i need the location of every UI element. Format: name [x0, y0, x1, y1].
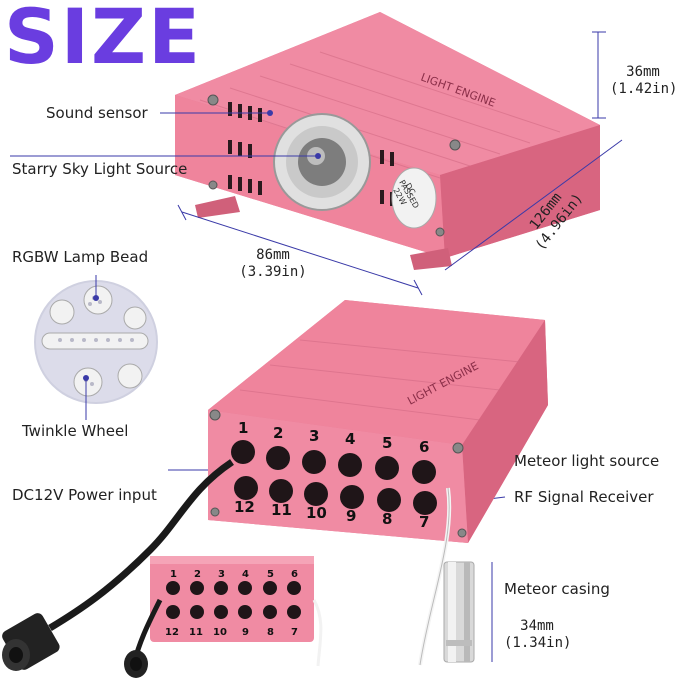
small-port-number: 5: [267, 569, 274, 580]
port-number: 5: [382, 434, 392, 452]
label-rgbw: RGBW Lamp Bead: [12, 248, 149, 266]
small-port-number: 9: [242, 627, 249, 638]
dim-width-in: (3.39in): [239, 264, 307, 280]
page-title: SIZE: [4, 0, 203, 81]
small-port-number: 6: [291, 569, 298, 580]
label-rf-receiver: RF Signal Receiver: [514, 488, 654, 506]
small-port-number: 11: [189, 627, 203, 638]
port-number: 9: [346, 507, 356, 525]
top-device: LIGHT ENGINE DC PASSED 22W: [175, 12, 600, 270]
label-twinkle: Twinkle Wheel: [22, 422, 129, 440]
port-number: 8: [382, 510, 392, 528]
label-starry-sky: Starry Sky Light Source: [12, 160, 188, 178]
meteor-casing: [443, 561, 475, 663]
power-cable: [2, 459, 452, 671]
dim-casing-in: (1.34in): [504, 635, 572, 651]
dim-height-mm: 36mm: [626, 64, 660, 80]
port-number: 7: [419, 513, 429, 531]
dim-width: 86mm (3.39in): [238, 247, 308, 281]
lamp-bead-closeup: [34, 275, 158, 420]
small-port-number: 3: [218, 569, 225, 580]
port-number: 3: [309, 427, 319, 445]
port-number: 4: [345, 430, 355, 448]
label-meteor-light: Meteor light source: [514, 452, 660, 470]
label-dc-power: DC12V Power input: [12, 486, 157, 504]
dim-casing-mm: 34mm: [520, 618, 554, 634]
port-number: 2: [273, 424, 283, 442]
small-port-number: 8: [267, 627, 274, 638]
dim-casing: 34mm (1.34in): [504, 618, 572, 652]
dim-height-in: (1.42in): [610, 81, 678, 97]
small-port-number: 1: [170, 569, 177, 580]
dim-height: 36mm (1.42in): [610, 64, 678, 98]
port-numbers: 1 2 3 4 5 6 12 11 10 9 8 7: [234, 419, 429, 531]
small-device: 1 2 3 4 5 6 12 11 10 9 8 7: [124, 556, 323, 678]
small-port-number: 10: [213, 627, 227, 638]
small-port-number: 2: [194, 569, 201, 580]
port-number: 6: [419, 438, 429, 456]
dim-width-mm: 86mm: [256, 247, 290, 263]
port-number: 12: [234, 498, 255, 516]
small-port-number: 7: [291, 627, 298, 638]
small-port-number: 12: [165, 627, 179, 638]
port-number: 1: [238, 419, 248, 437]
label-sound-sensor: Sound sensor: [46, 104, 148, 122]
middle-device: LIGHT ENGINE: [208, 300, 548, 543]
port-number: 11: [271, 501, 292, 519]
port-number: 10: [306, 504, 327, 522]
small-port-number: 4: [242, 569, 249, 580]
label-meteor-casing: Meteor casing: [504, 580, 610, 598]
